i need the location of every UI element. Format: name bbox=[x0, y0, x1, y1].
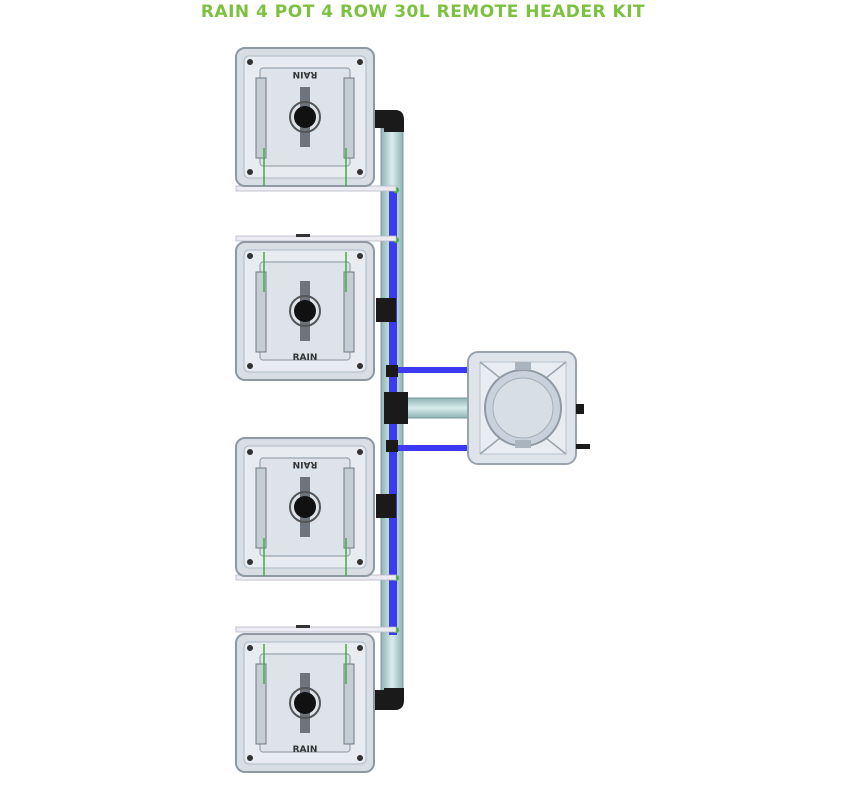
pot-3-brand-label: RAIN bbox=[293, 459, 318, 469]
fitting-lower bbox=[386, 440, 398, 452]
pot-4-brand-label: RAIN bbox=[293, 745, 318, 755]
elbow-top bbox=[372, 110, 404, 132]
pot-2-brand-label: RAIN bbox=[293, 353, 318, 363]
elbow-bottom bbox=[372, 688, 404, 710]
fitting-upper bbox=[386, 365, 398, 377]
header-drain-pipe bbox=[404, 397, 471, 419]
kit-title: RAIN 4 POT 4 ROW 30L REMOTE HEADER KIT bbox=[200, 2, 646, 22]
header-feed-line-top bbox=[395, 367, 470, 373]
pot-1-brand-label: RAIN bbox=[293, 69, 318, 79]
pots-layer: RAIN RAIN RAIN RAIN bbox=[235, 47, 375, 773]
pot-3-connector bbox=[376, 494, 396, 518]
header-brain-pot bbox=[467, 351, 590, 465]
pot-3: RAIN bbox=[235, 437, 375, 577]
pot-2-connector bbox=[376, 298, 396, 322]
pot-4: RAIN bbox=[235, 633, 375, 773]
pot-1: RAIN bbox=[235, 47, 375, 187]
tee-fitting bbox=[384, 392, 408, 424]
header-feed-line-bottom bbox=[395, 445, 470, 451]
pot-2: RAIN bbox=[235, 241, 375, 381]
